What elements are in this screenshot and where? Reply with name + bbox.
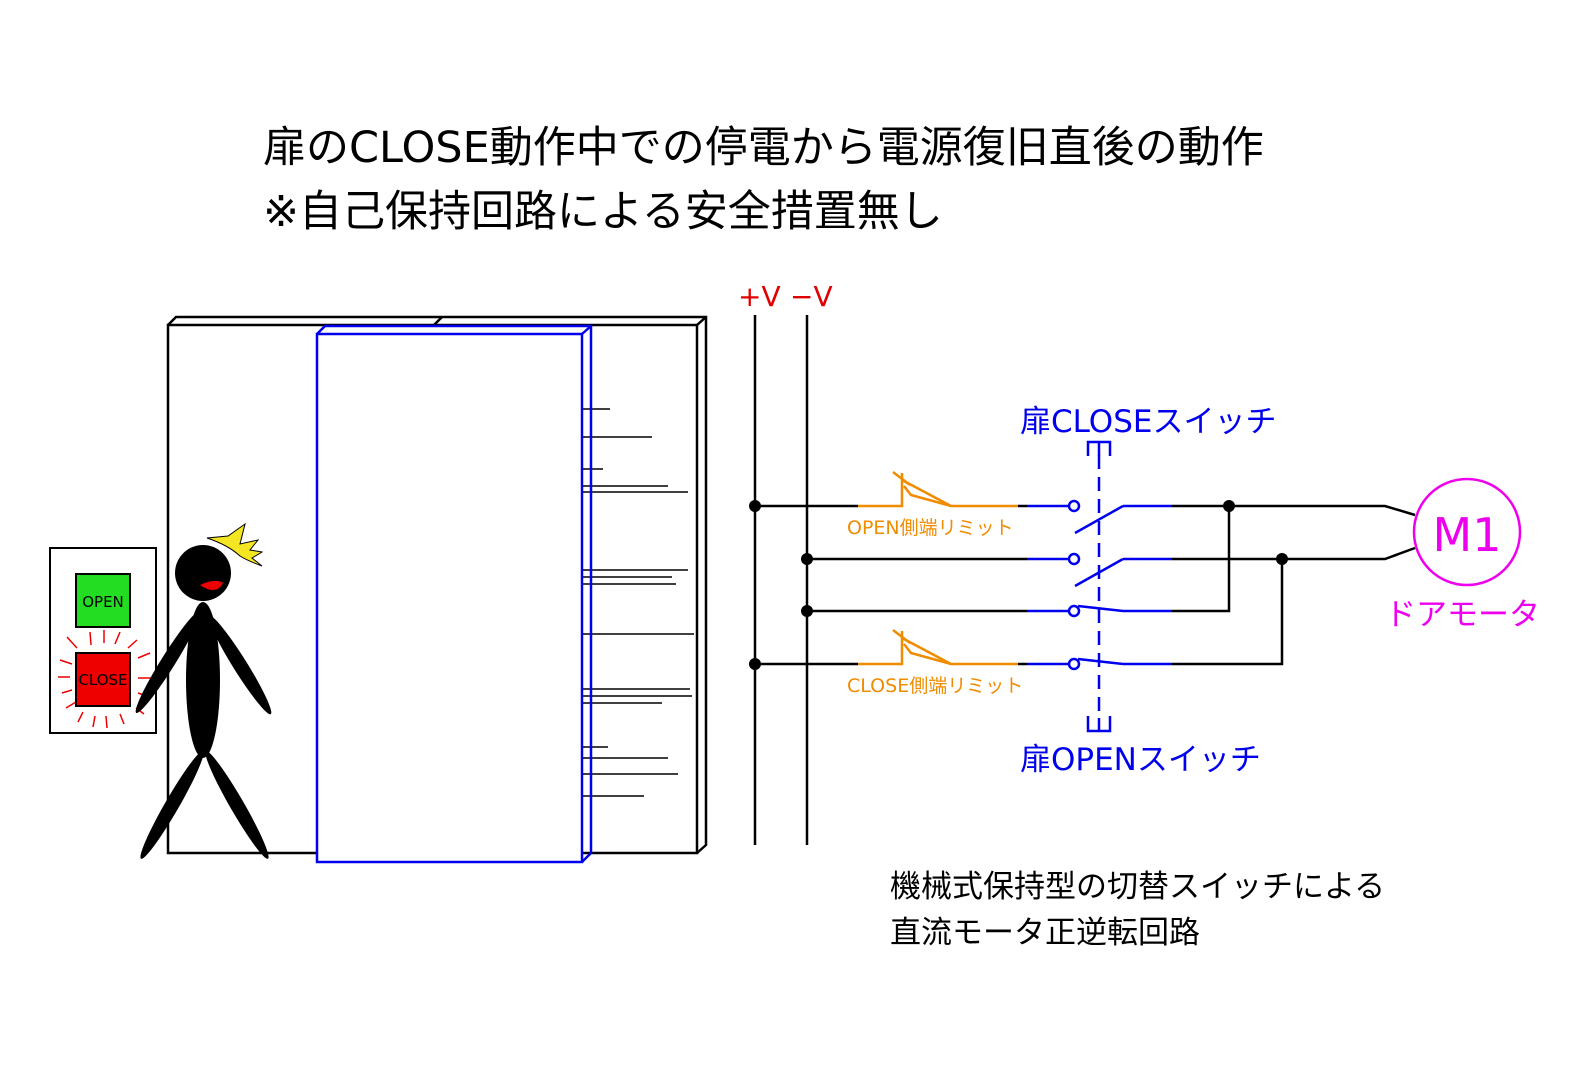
caption-line2: 直流モータ正逆転回路 [890,915,1200,951]
title-line2: ※自己保持回路による安全措置無し [263,187,943,237]
motor-icon [1412,477,1522,587]
caption-line1: 機械式保持型の切替スイッチによる [890,869,1385,905]
open-button[interactable]: OPEN [75,573,131,628]
motor-label: M1 [1433,508,1502,562]
open-limit-switch-icon [858,471,1018,508]
door-panel [315,324,593,864]
close-limit-switch-icon [858,629,1018,666]
close-limit-label: CLOSE側端リミット [847,675,1023,697]
plus-rail-label: +V [738,280,781,313]
minus-rail-label: −V [790,280,833,313]
motor-name: ドアモータ [1385,597,1540,633]
open-limit-label: OPEN側端リミット [847,517,1014,539]
selector-switch-icon[interactable] [1027,440,1172,733]
junction-dots [749,500,1288,670]
person-icon [135,522,272,859]
close-button[interactable]: CLOSE [75,652,131,707]
close-button-label: CLOSE [78,671,127,689]
circuit-wires [753,315,1416,845]
close-switch-label: 扉CLOSEスイッチ [1020,404,1276,440]
open-switch-label: 扉OPENスイッチ [1020,742,1261,778]
open-button-label: OPEN [82,593,124,611]
title-line1: 扉のCLOSE動作中での停電から電源復旧直後の動作 [263,123,1264,173]
